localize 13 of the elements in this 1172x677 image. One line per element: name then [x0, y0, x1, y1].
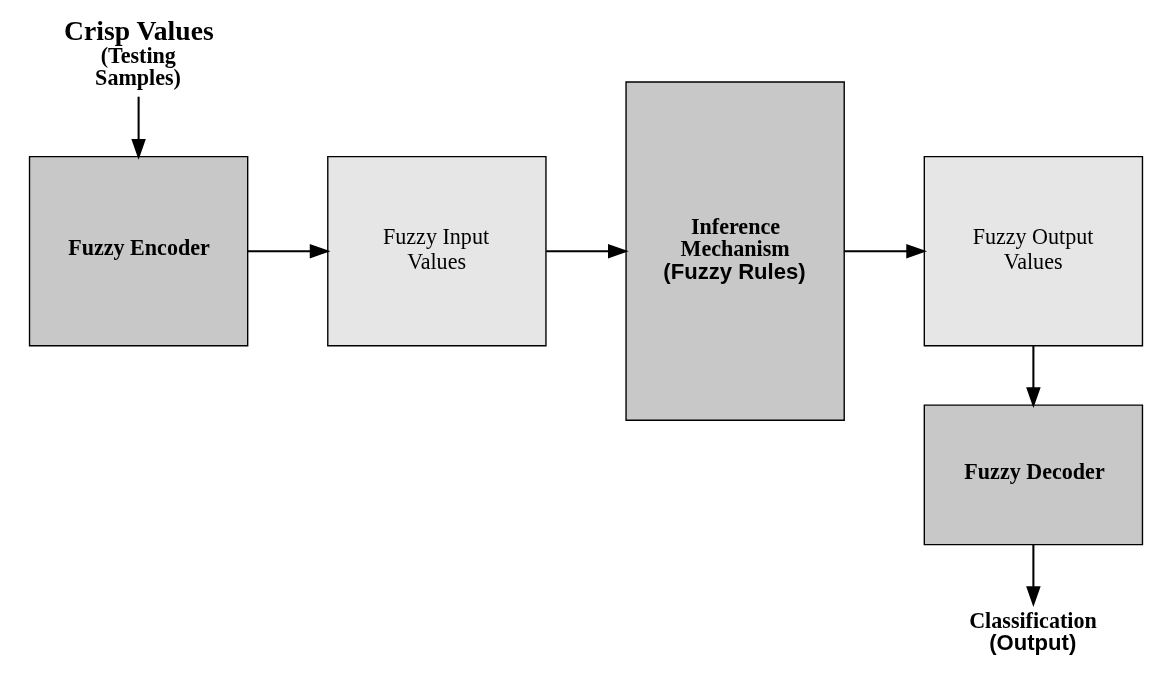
- node-text: Classification (Output): [969, 607, 1097, 655]
- node-box: Fuzzy Input Values: [327, 155, 547, 347]
- node-text: Crisp Values (Testing Samples): [64, 14, 214, 91]
- arrow: [131, 96, 146, 160]
- node-box: Fuzzy Decoder: [923, 404, 1144, 546]
- arrow: [844, 243, 927, 259]
- arrow: [1026, 544, 1041, 607]
- node-box: Fuzzy Encoder: [28, 155, 249, 347]
- arrow: [247, 243, 331, 259]
- node-box: Inference Mechanism (Fuzzy Rules): [625, 81, 845, 421]
- arrow: [546, 243, 629, 259]
- node-box: Fuzzy Output Values: [923, 155, 1144, 347]
- arrow: [1026, 346, 1041, 409]
